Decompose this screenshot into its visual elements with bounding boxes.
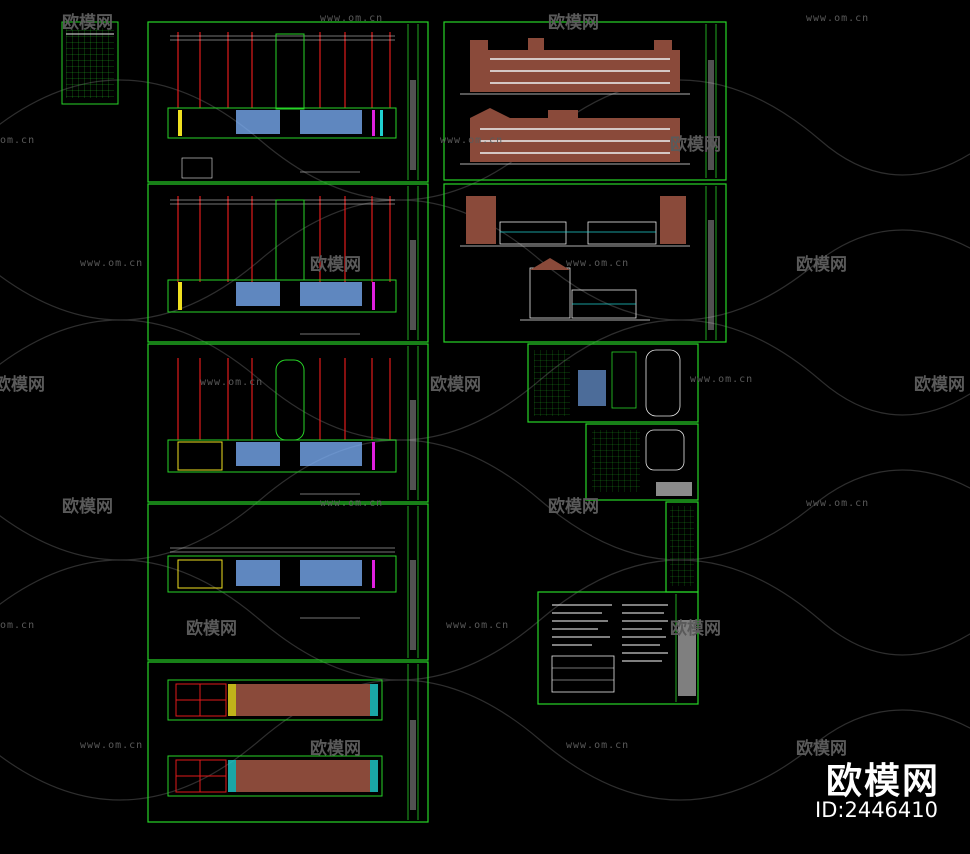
watermark-url-short: om.cn bbox=[0, 135, 36, 146]
wall-detail-sheet[interactable] bbox=[585, 423, 699, 501]
watermark-url: www.om.cn bbox=[80, 740, 144, 751]
plan-2-drawing bbox=[167, 196, 397, 335]
index-sheet[interactable] bbox=[61, 21, 119, 105]
plan-3-drawing bbox=[167, 358, 397, 495]
watermark-brand: 欧模网 bbox=[186, 619, 237, 639]
section-drawing bbox=[520, 258, 650, 321]
watermark-arcs bbox=[0, 79, 970, 801]
plan-4-drawing bbox=[167, 547, 397, 619]
elevation-sheet-2[interactable] bbox=[443, 183, 727, 343]
front-elevation bbox=[460, 38, 690, 95]
stair-detail-sheet[interactable] bbox=[527, 343, 699, 423]
watermark-url: www.om.cn bbox=[320, 498, 384, 509]
watermark-brand: 欧模网 bbox=[62, 13, 113, 33]
side-elevation bbox=[460, 108, 690, 165]
floor-plan-sheet-4[interactable] bbox=[147, 503, 429, 661]
watermark-brand: 欧模网 bbox=[670, 619, 721, 639]
watermark-brand: 欧模网 bbox=[670, 135, 721, 155]
watermark-brand: 欧模网 bbox=[548, 13, 599, 33]
watermark-brand: 欧模网 bbox=[796, 739, 847, 759]
floor-plan-sheet-3[interactable] bbox=[147, 343, 429, 503]
detail-sheets bbox=[527, 343, 699, 705]
watermark-url: www.om.cn bbox=[446, 620, 510, 631]
watermark-url: www.om.cn bbox=[566, 740, 630, 751]
watermark-url: www.om.cn bbox=[566, 258, 630, 269]
watermark-url: www.om.cn bbox=[690, 374, 754, 385]
watermark-url: www.om.cn bbox=[806, 13, 870, 24]
rear-elevation bbox=[460, 196, 690, 247]
watermark-url: www.om.cn bbox=[320, 13, 384, 24]
watermark-brand: 欧模网 bbox=[548, 497, 599, 517]
design-notes-sheet[interactable] bbox=[537, 591, 699, 705]
watermark-brand: 欧模网 bbox=[0, 375, 45, 395]
watermark-url-short: om.cn bbox=[0, 620, 36, 631]
watermark-brand: 欧模网 bbox=[62, 497, 113, 517]
elevation-sheet-1[interactable] bbox=[443, 21, 727, 181]
roof-plan-sheet[interactable] bbox=[147, 661, 429, 823]
floor-plan-sheet-2[interactable] bbox=[147, 183, 429, 343]
floor-plan-column bbox=[147, 21, 429, 823]
watermark-brand: 欧模网 bbox=[796, 255, 847, 275]
watermark-brand: 欧模网 bbox=[430, 375, 481, 395]
watermark-url: www.om.cn bbox=[200, 377, 264, 388]
roof-plan-drawings bbox=[167, 679, 383, 797]
floor-plan-sheet-1[interactable] bbox=[147, 21, 429, 183]
elevation-column bbox=[443, 21, 727, 343]
watermark-brand: 欧模网 bbox=[310, 255, 361, 275]
plan-1-drawing bbox=[167, 32, 397, 179]
resource-id-label: ID:2446410 bbox=[815, 798, 938, 822]
watermark-url: www.om.cn bbox=[806, 498, 870, 509]
watermark-url: www.om.cn bbox=[80, 258, 144, 269]
watermark-brand: 欧模网 bbox=[914, 375, 965, 395]
watermark-url: www.om.cn bbox=[440, 135, 504, 146]
brand-logo-text: 欧模网 bbox=[825, 761, 940, 802]
watermark-brand: 欧模网 bbox=[310, 739, 361, 759]
